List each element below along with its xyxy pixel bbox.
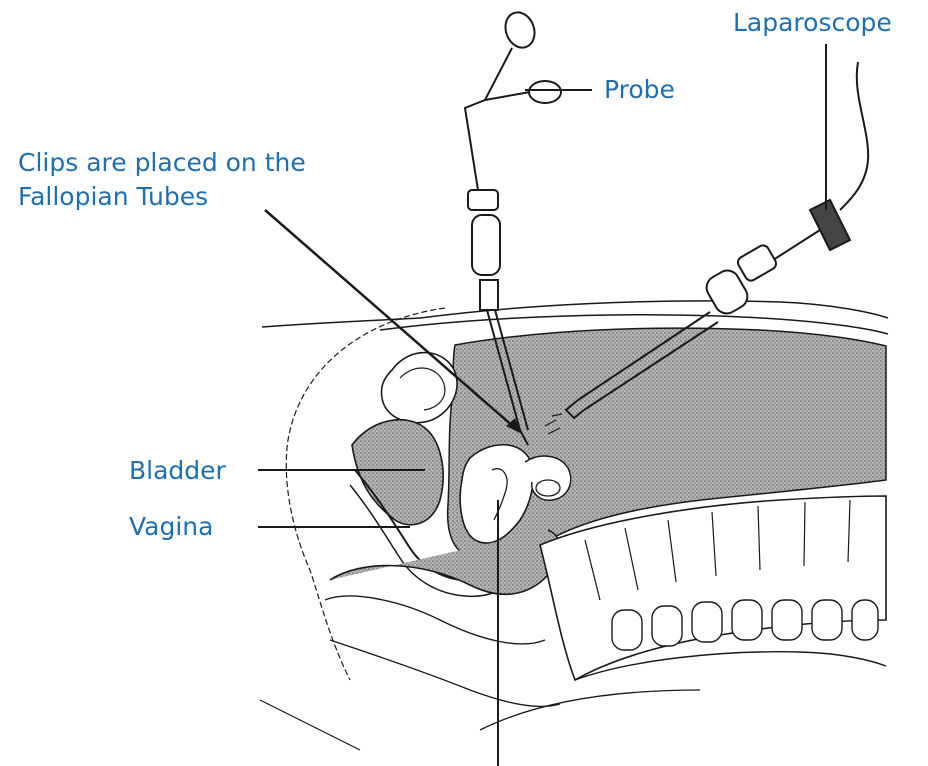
clips-label-line2: Fallopian Tubes xyxy=(18,180,306,214)
abdominal-wall-outline xyxy=(262,301,888,327)
laparoscope-label: Laparoscope xyxy=(733,6,892,40)
bladder xyxy=(352,420,443,525)
rectum xyxy=(330,530,560,594)
pubic-bone xyxy=(381,353,457,423)
clips-label-line1: Clips are placed on the xyxy=(18,146,306,180)
bladder-label: Bladder xyxy=(129,454,226,488)
clips-label: Clips are placed on the Fallopian Tubes xyxy=(18,146,306,214)
probe-label: Probe xyxy=(604,73,675,107)
ovary xyxy=(536,480,560,496)
vagina-label: Vagina xyxy=(129,510,213,544)
